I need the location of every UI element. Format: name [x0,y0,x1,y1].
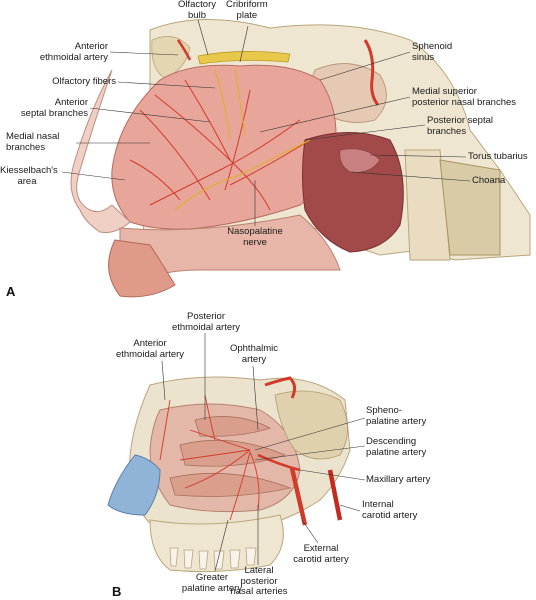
label-descending-palatine-artery: Descending palatine artery [366,436,427,458]
label-line: Posterior [186,311,225,322]
torus-tubarius-shape [339,148,381,173]
nasal-artery-network [159,394,260,521]
label-medial-nasal-branches: Medial nasal branches [6,131,60,153]
label-line: Anterior [54,97,88,108]
panel-a-letter: A [6,284,16,299]
septal-arteries [129,79,311,211]
leader-lines [61,19,471,572]
label-line: septal branches [20,107,88,119]
label-line: carotid artery [362,509,418,521]
label-line: palatine artery [366,415,427,427]
label-internal-carotid-artery: Internal carotid artery [362,499,418,521]
vertebral-body [439,159,501,256]
label-line: Internal [362,499,394,510]
label-line: sinus [412,51,435,63]
label-line: Cribriform [226,0,268,10]
superior-concha [194,416,272,437]
label-nasopalatine-nerve: Nasopalatine nerve [224,226,286,248]
label-line: Sphenoid [412,41,453,52]
label-line: Medial superior [412,86,477,97]
label-line: Maxillary artery [366,474,431,485]
upper-lip [108,239,176,298]
ophthalmic-artery-vessel [264,376,297,399]
label-olfactory-bulb: Olfactory bulb [178,0,216,21]
label-ophthalmic-artery: Ophthalmic artery [224,343,284,365]
label-maxillary-artery: Maxillary artery [366,474,431,486]
label-line: palatine artery [181,582,243,594]
label-sphenopalatine-artery: Spheno- palatine artery [366,405,427,427]
label-line: Torus tubarius [468,151,528,162]
label-line: Olfactory fibers [52,76,116,87]
label-line: nasal arteries [230,586,288,597]
label-olfactory-fibers: Olfactory fibers [24,76,116,88]
label-line: Medial nasal [6,131,60,142]
inferior-concha [169,472,292,497]
label-lateral-posterior-nasal-arteries: Lateral posterior nasal arteries [224,565,294,598]
label-sphenoid-sinus: Sphenoid sinus [412,41,453,63]
label-line: posterior [240,575,278,587]
panel-a-illustration [70,19,531,298]
label-medial-superior-posterior-nasal-branches: Medial superior posterior nasal branches [412,86,517,108]
septal-nerves [174,67,311,211]
label-line: carotid artery [293,553,349,565]
label-line: area [17,175,37,187]
label-line: Nasopalatine [227,226,283,237]
nasal-cartilage [107,454,161,516]
label-line: Lateral [244,565,274,576]
label-anterior-septal-branches: Anterior septal branches [4,97,88,119]
ophthalmic-vessel-a [176,39,192,61]
label-anterior-ethmoidal-artery-b: Anterior ethmoidal artery [110,338,190,360]
label-line: ethmoidal artery [39,51,108,63]
label-external-carotid-artery: External carotid artery [286,543,356,565]
label-line: Anterior [133,338,167,349]
label-line: nerve [243,236,267,248]
label-line: External [303,543,339,554]
label-line: Greater [195,572,229,583]
maxillary-artery-vessel [257,453,301,472]
carotid-vessel-a [363,39,380,106]
sphenoid-region-b [274,390,348,460]
label-line: Kiesselbach's [0,165,58,176]
internal-carotid-vessel [327,469,343,521]
external-nose [70,69,131,233]
label-line: plate [236,9,258,21]
label-posterior-ethmoidal-artery: Posterior ethmoidal artery [166,311,246,333]
teeth [169,547,257,570]
label-greater-palatine-artery: Greater palatine artery [170,572,254,594]
label-line: posterior nasal branches [412,96,517,108]
olfactory-bulb-shape [197,51,291,65]
label-line: branches [6,141,46,153]
panel-b-letter: B [112,584,122,599]
label-posterior-septal-branches: Posterior septal branches [427,115,494,137]
label-anterior-ethmoidal-artery-a: Anterior ethmoidal artery [28,41,108,63]
label-line: Olfactory [178,0,217,10]
label-line: Choana [472,175,506,186]
label-choana: Choana [472,175,506,187]
label-line: Spheno- [366,405,402,416]
label-line: Posterior septal [427,115,494,126]
label-line: Ophthalmic [229,343,279,354]
label-line: Anterior [74,41,108,52]
external-carotid-vessel [289,467,308,526]
label-line: ethmoidal artery [171,321,241,333]
label-line: artery [241,353,267,365]
label-torus-tubarius: Torus tubarius [468,151,528,163]
label-cribriform-plate: Cribriform plate [226,0,268,21]
label-line: Descending [366,436,417,447]
label-line: branches [427,125,467,137]
label-line: palatine artery [366,446,427,458]
label-line: ethmoidal artery [115,348,185,360]
cervical-spine [404,149,451,261]
label-kiesselbachs-area: Kiesselbach's area [0,165,58,187]
label-line: bulb [188,9,206,21]
frontal-sinus [151,36,191,79]
panel-b-illustration [107,376,351,573]
